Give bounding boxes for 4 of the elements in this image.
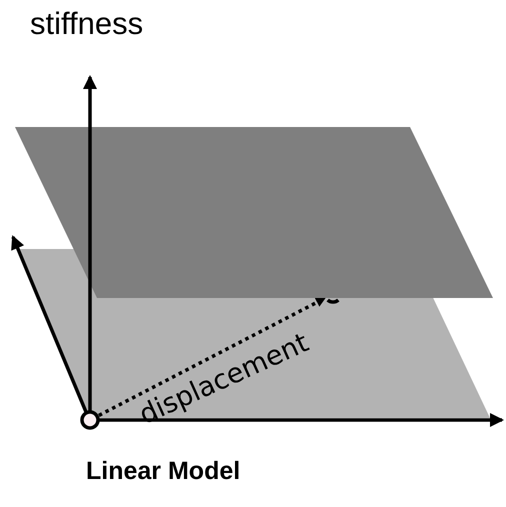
point-circle: [80, 410, 100, 430]
arrow: [98, 297, 326, 417]
axis-label: stiffness: [30, 6, 144, 42]
caption: Linear Model: [86, 456, 240, 486]
